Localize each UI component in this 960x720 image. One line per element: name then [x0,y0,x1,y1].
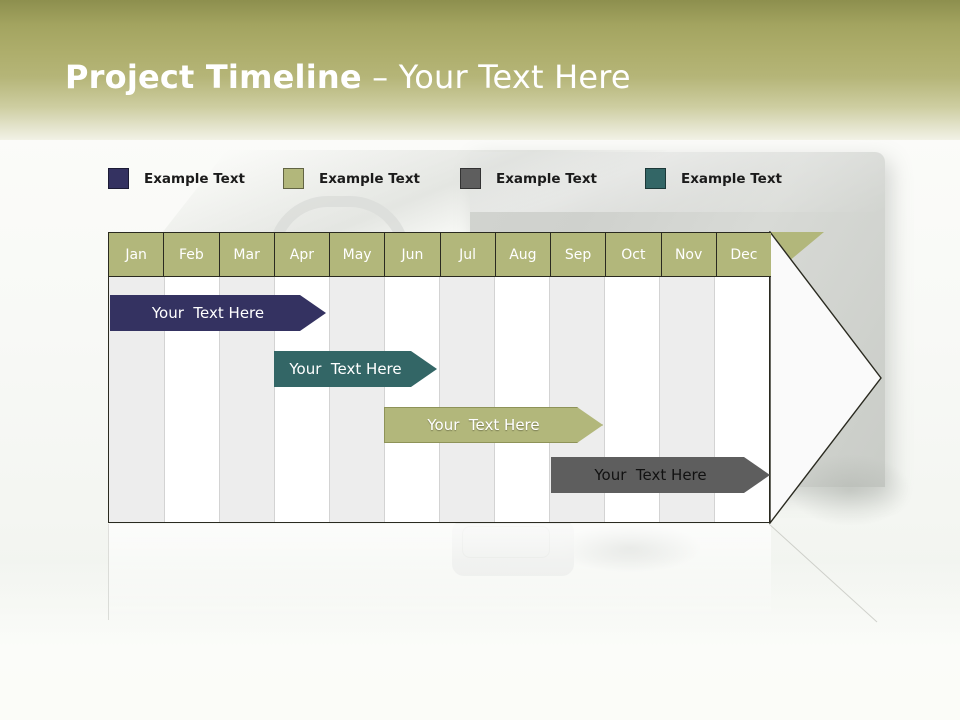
timeline-bar-gray-shape [551,457,770,493]
timeline-column-feb [164,233,219,522]
legend-swatch-teal-icon [645,168,666,189]
timeline-bar-olive-shape [384,407,603,443]
timeline-column-jan [109,233,164,522]
legend-label-gray: Example Text [496,170,597,187]
timeline-bar-teal-shape [274,351,437,387]
page-title: Project Timeline – Your Text Here [65,58,631,96]
timeline-column-jul [439,233,494,522]
month-header-jan[interactable]: Jan [109,233,165,277]
month-header-jun[interactable]: Jun [385,233,441,277]
month-header-jul[interactable]: Jul [440,233,496,277]
legend-item-olive[interactable]: Example Text [283,168,420,189]
header-band [0,0,960,140]
legend-item-teal[interactable]: Example Text [645,168,782,189]
legend-label-olive: Example Text [319,170,420,187]
month-header-oct[interactable]: Oct [606,233,662,277]
month-header-sep[interactable]: Sep [551,233,607,277]
month-header-nov[interactable]: Nov [661,233,717,277]
legend-swatch-navy-icon [108,168,129,189]
timeline-bar-olive[interactable]: Your Text Here [384,407,603,443]
timeline-arrow-head [769,231,882,524]
month-header-feb[interactable]: Feb [164,233,220,277]
timeline-bar-navy-shape [110,295,326,331]
month-header-may[interactable]: May [330,233,386,277]
timeline-bar-gray[interactable]: Your Text Here [551,457,770,493]
timeline-arrow-reflection [769,524,878,623]
month-header-dec[interactable]: Dec [716,233,771,277]
timeline-column-aug [494,233,549,522]
timeline-bar-navy-label: Your Text Here [151,304,265,322]
title-separator: – [361,58,399,96]
timeline-reflection [108,524,771,620]
timeline-month-header: Jan Feb Mar Apr May Jun Jul Aug Sep Oct … [109,233,771,277]
legend: Example Text Example Text Example Text E… [108,168,848,194]
timeline-bar-navy[interactable]: Your Text Here [110,295,326,331]
title-light-part: Your Text Here [398,58,631,96]
timeline-bar-olive-label: Your Text Here [427,416,540,434]
timeline-bar-teal-label: Your Text Here [289,360,402,378]
title-bold-part: Project Timeline [65,58,362,96]
timeline-bar-teal[interactable]: Your Text Here [274,351,437,387]
month-header-apr[interactable]: Apr [274,233,330,277]
timeline-bar-gray-label: Your Text Here [594,466,707,484]
legend-swatch-gray-icon [460,168,481,189]
timeline-column-mar [219,233,274,522]
month-header-mar[interactable]: Mar [219,233,275,277]
legend-label-teal: Example Text [681,170,782,187]
legend-item-gray[interactable]: Example Text [460,168,597,189]
legend-label-navy: Example Text [144,170,245,187]
legend-swatch-olive-icon [283,168,304,189]
month-header-aug[interactable]: Aug [495,233,551,277]
legend-item-navy[interactable]: Example Text [108,168,245,189]
